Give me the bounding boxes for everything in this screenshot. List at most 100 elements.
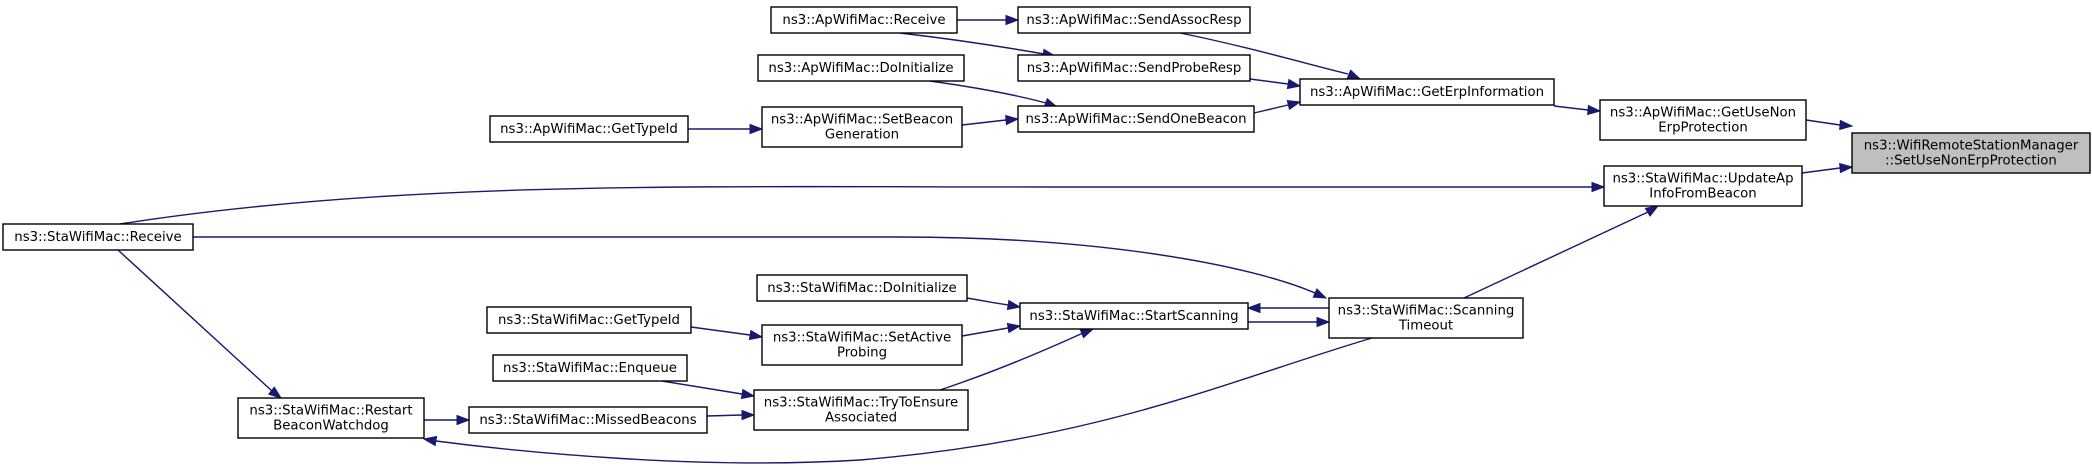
edge-line <box>1253 104 1289 114</box>
node-box[interactable] <box>2 223 194 251</box>
edge-line <box>961 119 1007 126</box>
node-box[interactable] <box>1328 297 1524 339</box>
node-label: ns3::StaWifiMac::Enqueue <box>503 361 677 376</box>
node-box[interactable] <box>1299 78 1555 106</box>
edge-send_probe_resp-to-get_erp_info <box>1249 78 1302 90</box>
arrowhead <box>1079 328 1095 339</box>
edge-line <box>961 327 1009 337</box>
node-box[interactable] <box>486 306 692 334</box>
node-box[interactable] <box>1603 165 1803 207</box>
edge-sta_get_type_id-to-set_active_probing <box>690 326 764 341</box>
edge-line <box>690 326 751 336</box>
node-label: ns3::StaWifiMac::GetTypeId <box>498 313 680 328</box>
node-box[interactable] <box>1851 132 2091 174</box>
edge-line <box>1553 105 1589 111</box>
node-label: ErpProtection <box>1658 121 1748 136</box>
arrowhead <box>1006 322 1022 334</box>
edge-send_one_beacon-to-get_erp_info <box>1253 99 1302 114</box>
edge-line <box>706 414 743 417</box>
node-label: ns3::ApWifiMac::GetUseNon <box>1610 106 1796 121</box>
node-label: ns3::WifiRemoteStationManager <box>1864 139 2079 154</box>
node-box[interactable] <box>1019 302 1249 330</box>
arrowhead <box>267 386 283 399</box>
node-ap-get-type-id[interactable]: ns3::ApWifiMac::GetTypeId <box>489 115 689 143</box>
edge-line <box>1805 119 1841 126</box>
node-box[interactable] <box>237 397 425 439</box>
edge-line <box>899 32 1045 55</box>
edge-ap_do_initialize-to-send_one_beacon <box>929 80 1059 108</box>
node-box[interactable] <box>761 106 963 148</box>
node-label: Timeout <box>1398 319 1453 334</box>
node-box[interactable] <box>489 115 689 143</box>
node-send-assoc-resp[interactable]: ns3::ApWifiMac::SendAssocResp <box>1017 6 1251 34</box>
arrowhead <box>422 435 438 447</box>
node-label: ns3::StaWifiMac::TryToEnsure <box>764 396 958 411</box>
edge-sta_receive-to-restart_watchdog <box>117 249 283 399</box>
node-label: ns3::ApWifiMac::GetTypeId <box>500 122 678 137</box>
node-box[interactable] <box>492 354 688 382</box>
node-missed-beacons[interactable]: ns3::StaWifiMac::MissedBeacons <box>468 406 708 434</box>
node-label: ns3::StaWifiMac::MissedBeacons <box>479 413 696 428</box>
edge-get_erp_info-to-get_use_non_erp <box>1553 104 1602 116</box>
node-start-scanning[interactable]: ns3::StaWifiMac::StartScanning <box>1019 302 1249 330</box>
node-sta-do-initialize[interactable]: ns3::StaWifiMac::DoInitialize <box>756 274 968 302</box>
edge-start_scanning-to-scanning_timeout <box>1248 316 1331 328</box>
edge-scanning_timeout-to-start_scanning <box>1246 302 1329 314</box>
edge-set_beacon_gen-to-send_one_beacon <box>961 114 1020 126</box>
node-sta-receive[interactable]: ns3::StaWifiMac::Receive <box>2 223 194 251</box>
node-label: ns3::ApWifiMac::Receive <box>782 13 945 28</box>
edge-line <box>1801 167 1841 174</box>
edge-ap_get_type_id-to-set_beacon_gen <box>688 123 764 135</box>
node-label: ns3::StaWifiMac::DoInitialize <box>767 281 956 296</box>
node-label: ns3::ApWifiMac::SendProbeResp <box>1027 61 1242 76</box>
arrowhead <box>1246 302 1261 314</box>
edge-line <box>661 380 743 395</box>
node-label: ns3::StaWifiMac::Receive <box>14 230 181 245</box>
node-ap-receive[interactable]: ns3::ApWifiMac::Receive <box>770 6 958 34</box>
edge-set_active_probing-to-start_scanning <box>961 322 1022 337</box>
edge-layer <box>117 14 1854 464</box>
node-label: BeaconWatchdog <box>273 419 389 434</box>
edge-update_ap_info-to-set_use_non_erp <box>1801 162 1854 174</box>
node-box[interactable] <box>753 389 969 431</box>
arrowhead <box>1839 119 1854 131</box>
node-send-one-beacon[interactable]: ns3::ApWifiMac::SendOneBeacon <box>1017 105 1255 133</box>
edge-line <box>117 249 273 392</box>
arrowhead <box>1346 69 1362 80</box>
node-box[interactable] <box>1017 105 1255 133</box>
node-get-erp-info[interactable]: ns3::ApWifiMac::GetErpInformation <box>1299 78 1555 106</box>
node-box[interactable] <box>468 406 708 434</box>
node-box[interactable] <box>1017 6 1251 34</box>
node-label: ns3::StaWifiMac::Scanning <box>1338 304 1515 319</box>
node-label: ns3::StaWifiMac::UpdateAp <box>1612 172 1793 187</box>
node-box[interactable] <box>1599 99 1807 141</box>
arrowhead <box>748 329 764 341</box>
node-enqueue[interactable]: ns3::StaWifiMac::Enqueue <box>492 354 688 382</box>
node-box[interactable] <box>757 54 965 82</box>
node-box[interactable] <box>756 274 968 302</box>
arrowhead <box>749 123 764 135</box>
node-label: ns3::ApWifiMac::SetBeacon <box>771 113 953 128</box>
arrowhead <box>1587 104 1602 116</box>
node-label: ns3::ApWifiMac::DoInitialize <box>768 61 953 76</box>
node-layer: ns3::WifiRemoteStationManager::SetUseNon… <box>2 6 2091 439</box>
node-set-use-non-erp[interactable]: ns3::WifiRemoteStationManager::SetUseNon… <box>1851 132 2091 174</box>
node-box[interactable] <box>761 324 963 366</box>
arrowhead <box>1286 99 1302 111</box>
edge-ap_receive-to-send_assoc_resp <box>957 14 1020 26</box>
arrowhead <box>1316 316 1331 328</box>
edge-try_to_ensure-to-start_scanning <box>939 328 1095 391</box>
node-box[interactable] <box>1017 54 1251 82</box>
node-ap-do-initialize[interactable]: ns3::ApWifiMac::DoInitialize <box>757 54 965 82</box>
node-sta-get-type-id[interactable]: ns3::StaWifiMac::GetTypeId <box>486 306 692 334</box>
node-send-probe-resp[interactable]: ns3::ApWifiMac::SendProbeResp <box>1017 54 1251 82</box>
node-box[interactable] <box>770 6 958 34</box>
edge-enqueue-to-try_to_ensure <box>661 380 756 400</box>
